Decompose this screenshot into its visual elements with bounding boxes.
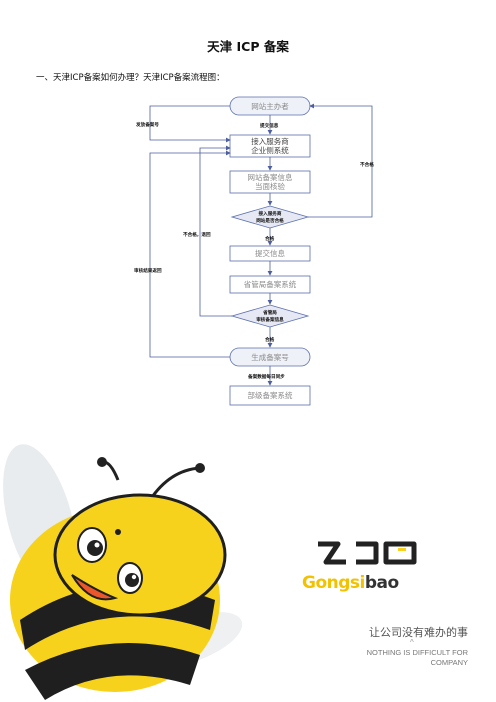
node-ministry — [229, 385, 311, 406]
caret-icon: ^ — [410, 638, 414, 647]
decision2-line2: 审核备案信息 — [256, 316, 284, 323]
node-ministry-label: 部级备案系统 — [248, 390, 293, 400]
brand-wordmark: Gongsibao — [302, 573, 399, 593]
node-provincial-label: 省管局备案系统 — [244, 279, 297, 289]
slogan-english: NOTHING IS DIFFICULT FOR COMPANY — [328, 648, 468, 668]
label-review-result: 审核结果返回 — [134, 267, 162, 274]
label-issue-number: 发放备案号 — [135, 121, 159, 128]
slogan-chinese: 让公司没有难办的事 — [369, 626, 468, 639]
node-submit-label: 提交信息 — [255, 248, 285, 258]
label-submit-info: 提交信息 — [260, 122, 279, 129]
node-access-line2: 企业侧系统 — [251, 145, 289, 155]
node-start-label: 网站主办者 — [251, 101, 289, 111]
slogan-english-line2: COMPANY — [430, 658, 468, 667]
brand-wordmark-accent: Gongsi — [302, 573, 365, 593]
decision1-line1: 接入服务商 — [259, 210, 282, 217]
node-verify-line2: 当面核验 — [255, 181, 285, 191]
label-unqualified-return: 不合格，退回 — [183, 231, 211, 238]
slogan-english-line1: NOTHING IS DIFFICULT FOR — [366, 648, 468, 657]
node-generate-label: 生成备案号 — [251, 352, 289, 362]
label-unqualified: 不合格 — [360, 161, 374, 168]
decision1-line2: 网站是否合格 — [256, 217, 284, 224]
label-qualified-1: 合格 — [265, 235, 275, 242]
node-verify-line1: 网站备案信息 — [248, 172, 293, 182]
section-heading: 一、天津ICP备案如何办理？天津ICP备案流程图： — [36, 73, 225, 83]
label-sync: 备案数据每日同步 — [247, 373, 285, 380]
label-qualified-2: 合格 — [265, 336, 275, 343]
brand-wordmark-rest: bao — [364, 573, 399, 593]
decision2-line1: 省管局 — [262, 309, 277, 316]
bee-mouth — [71, 574, 119, 601]
page-title: 天津 ICP 备案 — [207, 39, 289, 54]
node-access-line1: 接入服务商 — [251, 136, 289, 146]
bee-head — [53, 493, 227, 617]
